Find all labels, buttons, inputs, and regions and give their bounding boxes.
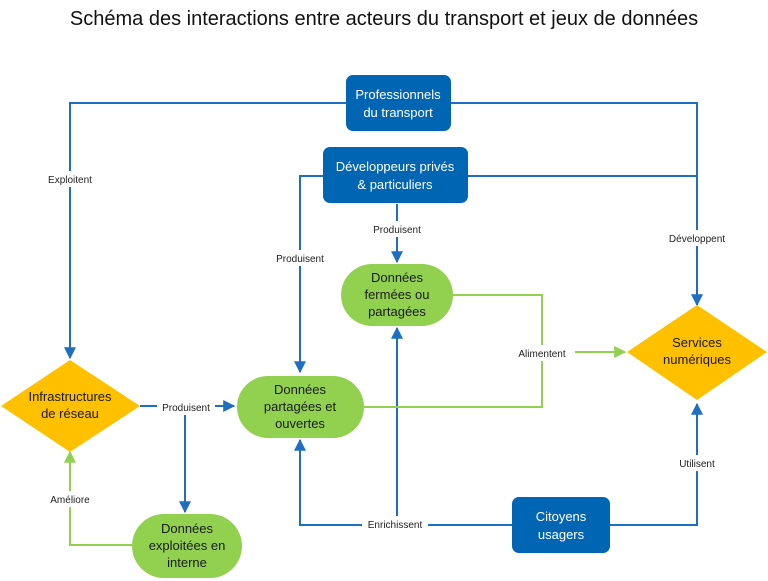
edge-label-produisent-fermees: Produisent <box>373 225 421 236</box>
edge-label-utilisent: Utilisent <box>679 459 715 470</box>
edge-professionnels-services <box>451 102 703 307</box>
node-professionnels-line2: du transport <box>363 105 433 120</box>
node-infrastructures-line1: Infrastructures <box>28 389 112 404</box>
node-developpeurs-line2: & particuliers <box>357 177 433 192</box>
node-donnees-fermees-line1: Données <box>371 270 424 285</box>
edge-citoyens-donnees-ouvertes <box>294 438 512 526</box>
node-donnees-fermees-line2: fermées ou <box>364 287 429 302</box>
node-donnees-ouvertes-line2: partagées et <box>264 399 337 414</box>
edge-donnees-fermees-services <box>452 294 543 352</box>
node-citoyens-line2: usagers <box>538 527 585 542</box>
node-donnees-internes: Données exploitées en interne <box>132 514 242 578</box>
node-infrastructures-line2: de réseau <box>41 406 99 421</box>
node-services-line2: numériques <box>663 352 731 367</box>
node-donnees-internes-line3: interne <box>167 555 207 570</box>
edge-professionnels-infrastructures <box>64 102 346 360</box>
edge-label-developpent: Développent <box>669 234 725 245</box>
node-donnees-internes-line1: Données <box>161 521 214 536</box>
edge-donnees-internes-infrastructures <box>64 450 132 546</box>
node-developpeurs: Développeurs privés & particuliers <box>323 147 468 203</box>
node-services: Services numériques <box>627 305 767 400</box>
node-citoyens-line1: Citoyens <box>536 509 587 524</box>
edge-label-ameliore: Améliore <box>50 495 90 506</box>
edge-label-produisent-infra: Produisent <box>162 403 210 414</box>
edge-donnees-ouvertes-services <box>364 352 543 408</box>
node-professionnels-line1: Professionnels <box>355 87 441 102</box>
node-donnees-ouvertes-line3: ouvertes <box>275 416 325 431</box>
edge-label-produisent-dev: Produisent <box>276 254 324 265</box>
node-donnees-internes-line2: exploitées en <box>149 538 226 553</box>
node-infrastructures: Infrastructures de réseau <box>1 360 140 452</box>
node-citoyens: Citoyens usagers <box>512 497 610 553</box>
edge-label-exploitent: Exploitent <box>48 175 92 186</box>
node-services-line1: Services <box>672 335 722 350</box>
node-professionnels: Professionnels du transport <box>346 75 451 131</box>
edge-label-alimentent: Alimentent <box>518 349 565 360</box>
edge-label-enrichissent: Enrichissent <box>368 520 423 531</box>
node-donnees-fermees-line3: partagées <box>368 304 426 319</box>
edge-citoyens-services <box>610 402 703 526</box>
node-donnees-fermees: Données fermées ou partagées <box>341 264 453 326</box>
edge-developpeurs-donnees-ouvertes <box>294 175 323 374</box>
node-donnees-ouvertes-line1: Données <box>274 382 327 397</box>
node-donnees-ouvertes: Données partagées et ouvertes <box>237 376 364 438</box>
diagram-title: Schéma des interactions entre acteurs du… <box>69 8 699 30</box>
node-developpeurs-line1: Développeurs privés <box>336 159 455 174</box>
